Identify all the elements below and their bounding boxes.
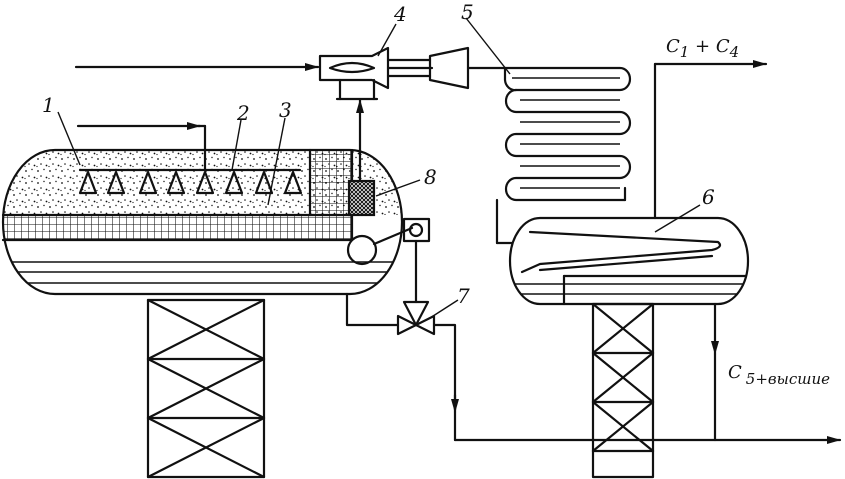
condenser-coil <box>495 66 632 245</box>
filter-block <box>347 98 376 217</box>
control-valve <box>345 292 842 444</box>
label-3: 3 <box>279 98 292 122</box>
spray-manifold <box>76 122 302 172</box>
absorber-vessel <box>1 148 404 296</box>
label-7: 7 <box>457 284 470 308</box>
float-regulator <box>346 217 431 304</box>
ejector <box>318 46 507 101</box>
light-fraction-label: C1 + C4 <box>666 36 739 61</box>
spray-nozzles <box>78 170 303 195</box>
absorber-support <box>146 298 266 479</box>
label-2: 2 <box>236 101 250 125</box>
label-6: 6 <box>702 185 715 209</box>
label-8: 8 <box>424 165 437 189</box>
separator-vessel <box>508 60 768 306</box>
label-4: 4 <box>393 2 407 26</box>
separator-support <box>591 302 655 479</box>
label-1: 1 <box>42 93 55 117</box>
label-5: 5 <box>461 0 474 24</box>
leader-lines <box>57 17 701 319</box>
